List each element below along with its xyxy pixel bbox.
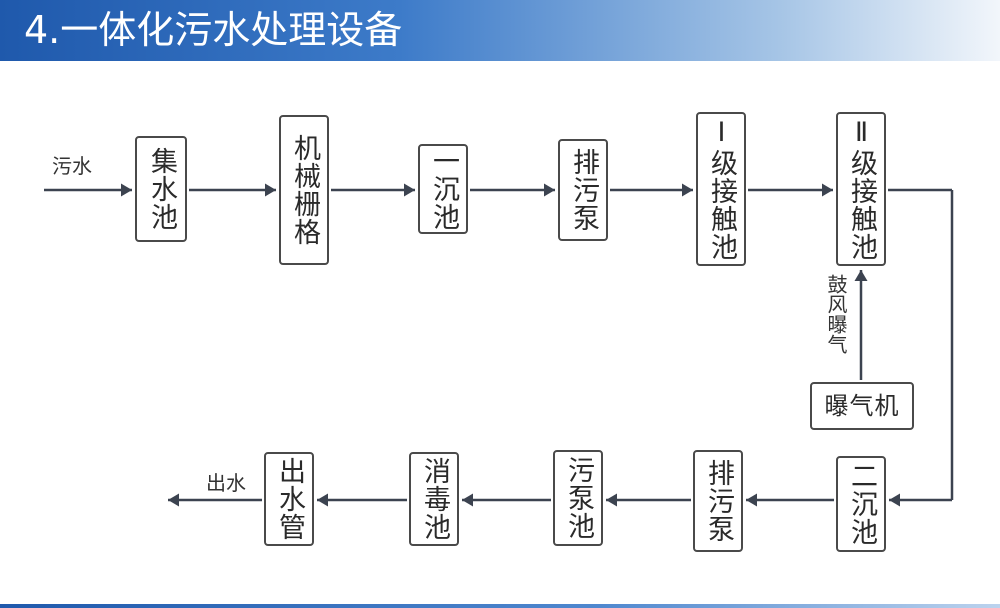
node-sewage-pump-2: 排污泵 xyxy=(693,450,743,552)
arrow-pump1-to-stage1-head xyxy=(682,183,693,197)
arrow-disinfection-to-outlet-head xyxy=(317,493,328,507)
node-label: 消毒池 xyxy=(419,457,450,541)
inflow-label: 污水 xyxy=(52,154,92,178)
arrow-primary-to-pump1-head xyxy=(544,183,555,197)
page-title: 4.一体化污水处理设备 xyxy=(24,8,403,52)
arrow-inflow-head xyxy=(121,183,132,197)
arrow-outflow-head xyxy=(168,493,179,507)
arrow-aeration-head xyxy=(854,270,868,281)
node-label: 一沉池 xyxy=(428,147,459,231)
aeration-label: 鼓风曝气 xyxy=(824,274,848,354)
arrow-collection-to-screen-head xyxy=(265,183,276,197)
node-label: 污泵池 xyxy=(563,456,594,540)
node-stage1-contact-tank: Ⅰ级接触池 xyxy=(696,112,746,266)
node-stage2-contact-tank: Ⅱ级接触池 xyxy=(836,112,886,266)
node-primary-settling-tank: 一沉池 xyxy=(418,144,468,234)
outflow-label: 出水 xyxy=(206,471,246,495)
arrow-pump2-to-sludge-head xyxy=(606,493,617,507)
node-label: 排污泵 xyxy=(703,459,734,543)
node-mechanical-screen: 机械栅格 xyxy=(279,115,329,265)
node-sludge-pump-tank: 污泵池 xyxy=(553,450,603,546)
node-sewage-pump-1: 排污泵 xyxy=(558,139,608,241)
node-label: 机械栅格 xyxy=(289,134,320,246)
arrow-secondary-to-pump2-head xyxy=(746,493,757,507)
node-label: 曝气机 xyxy=(824,392,900,420)
node-label: 排污泵 xyxy=(568,148,599,232)
footer-bar xyxy=(0,604,1000,608)
arrow-screen-to-primary-head xyxy=(404,183,415,197)
node-label: Ⅱ级接触池 xyxy=(846,117,877,261)
node-disinfection-tank: 消毒池 xyxy=(409,452,459,546)
node-outlet-pipe: 出水管 xyxy=(264,452,314,546)
arrow-return-head xyxy=(889,493,900,507)
arrow-stage1-to-stage2-head xyxy=(822,183,833,197)
arrow-sludge-to-disinfection-head xyxy=(462,493,473,507)
node-collection-tank: 集水池 xyxy=(135,136,187,242)
node-label: 集水池 xyxy=(146,147,177,231)
node-label: 二沉池 xyxy=(846,462,877,546)
node-label: 出水管 xyxy=(274,457,305,541)
node-secondary-settling-tank: 二沉池 xyxy=(836,456,886,552)
node-label: Ⅰ级接触池 xyxy=(706,117,737,261)
node-aerator: 曝气机 xyxy=(810,382,914,430)
header-bar: 4.一体化污水处理设备 xyxy=(0,0,1000,61)
